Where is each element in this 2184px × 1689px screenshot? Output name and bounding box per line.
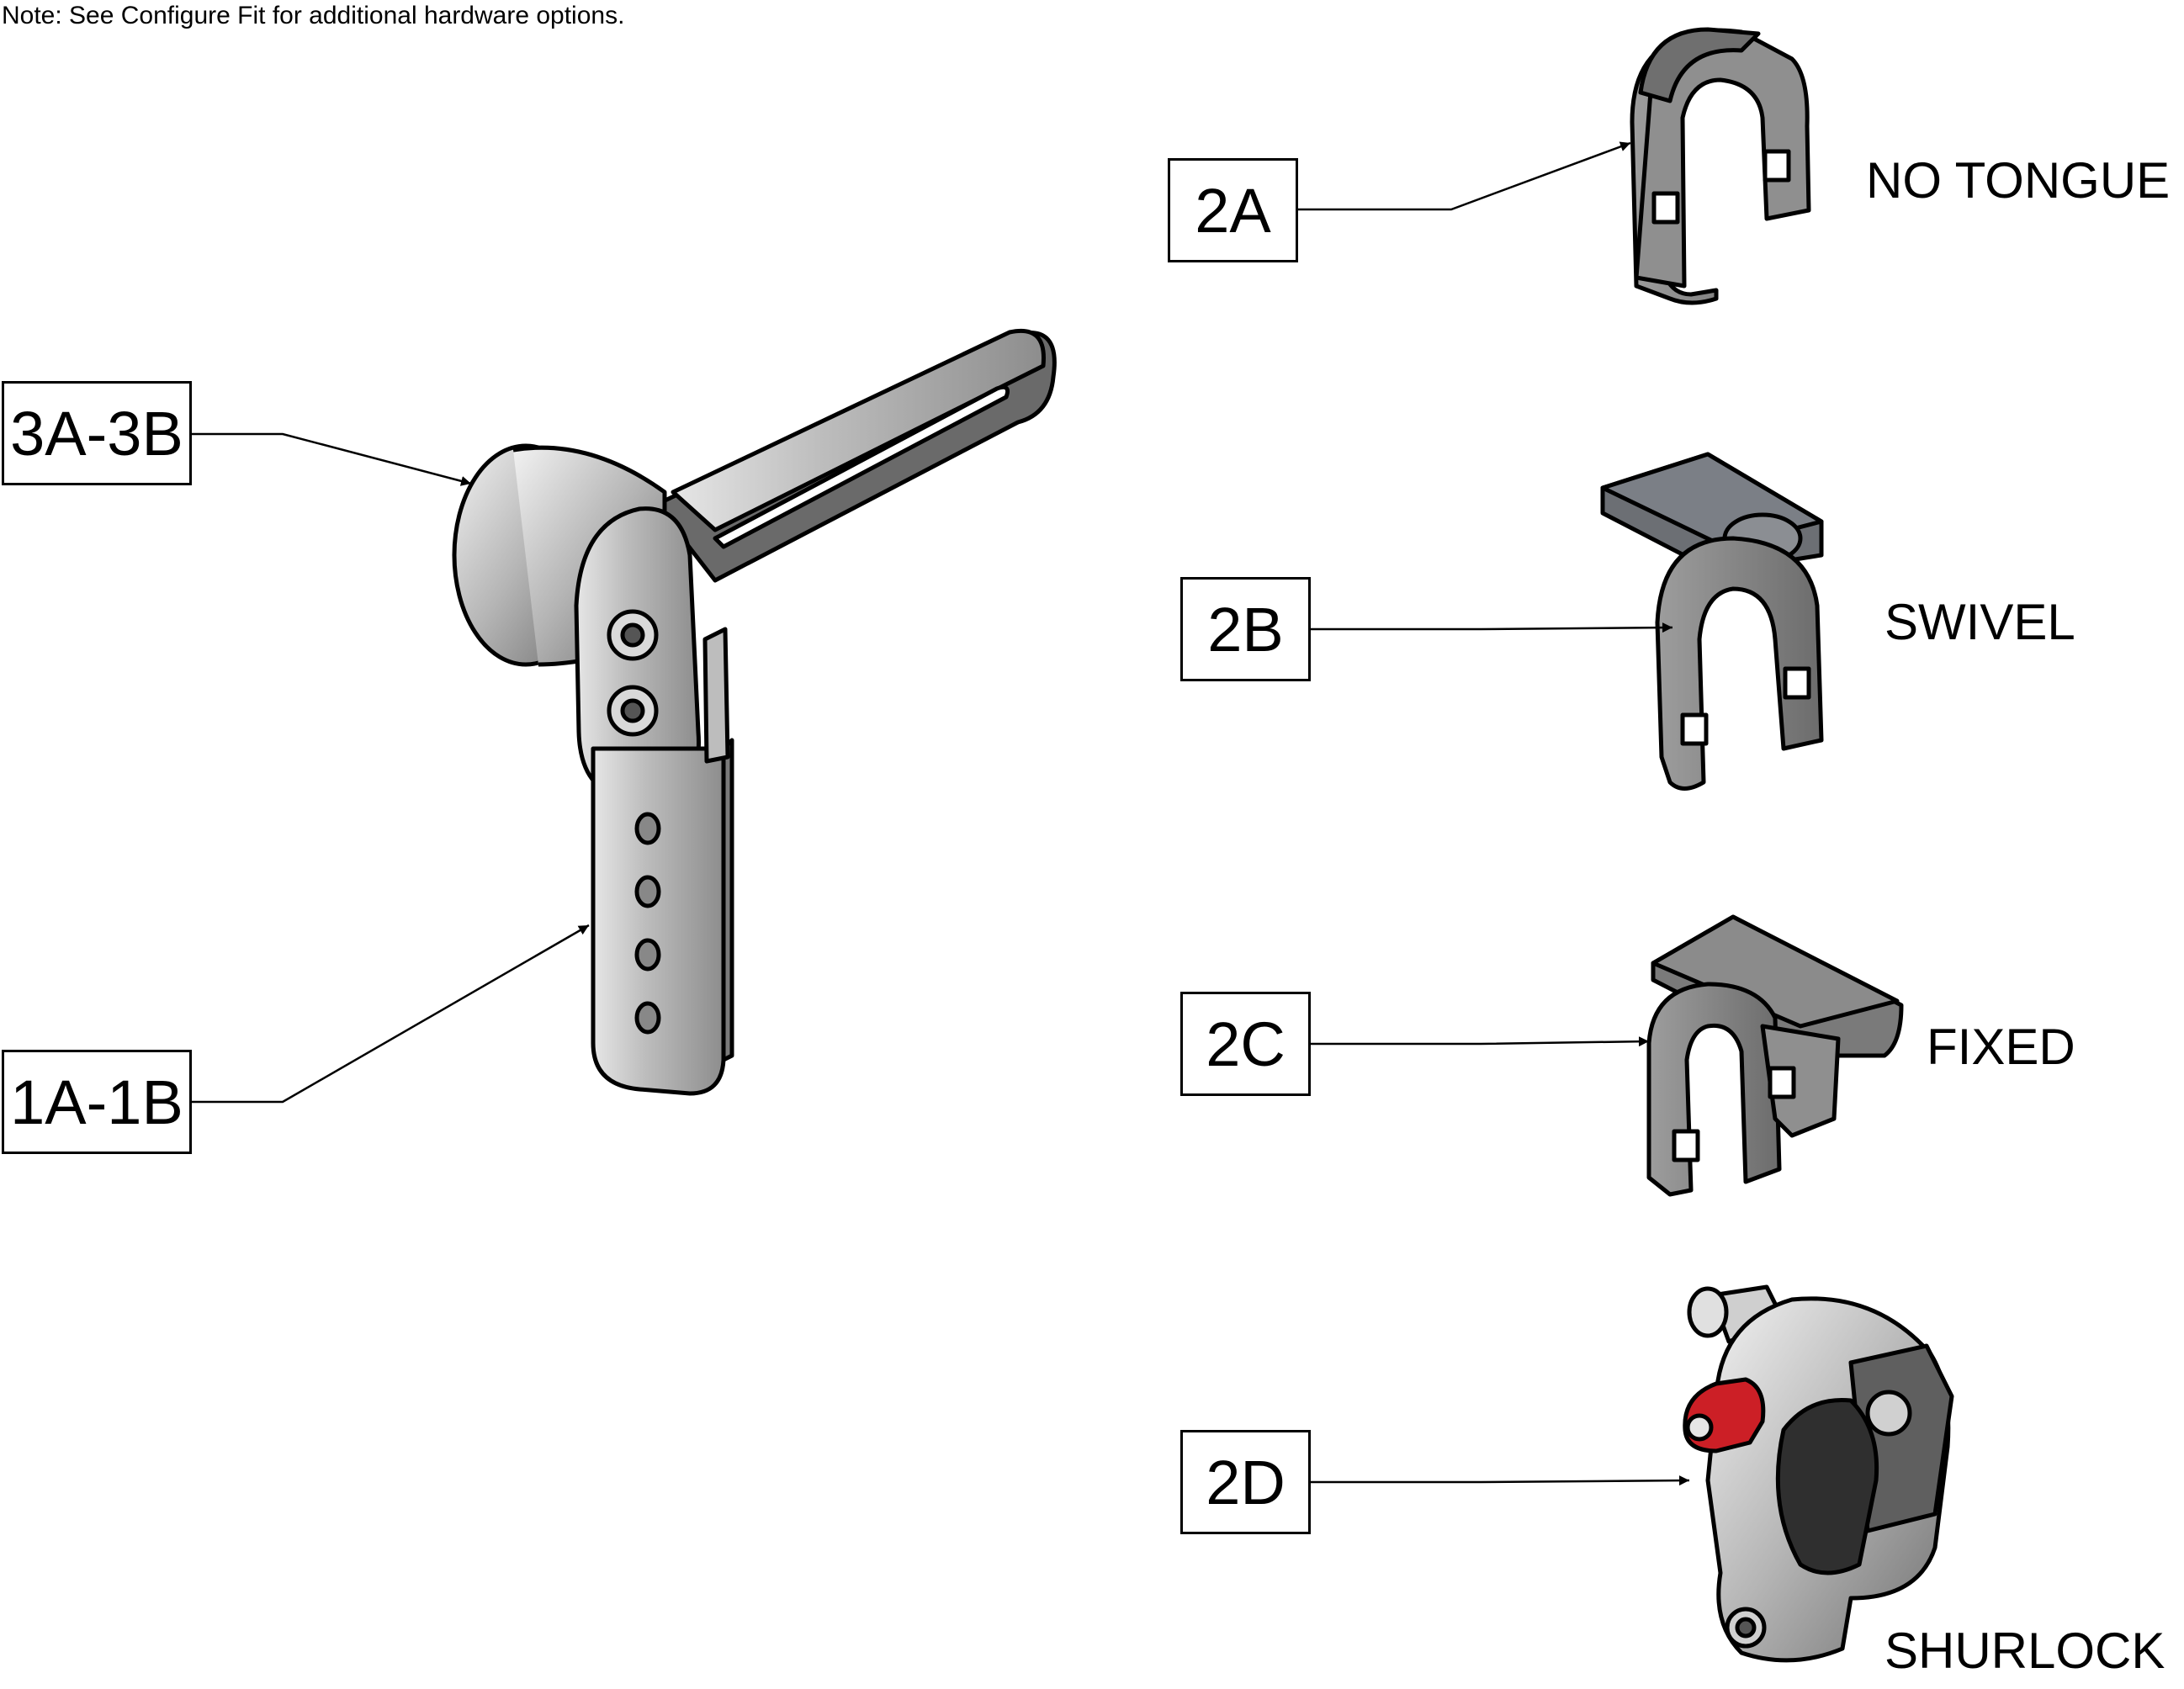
label-no-tongue: NO TONGUE [1866,152,2171,209]
callout-2d: 2D [1180,1430,1311,1534]
shurlock-clamp-illustration [1683,1284,1954,1663]
swivel-clamp-illustration [1600,452,1824,791]
leader-2d [1311,1475,1690,1486]
hanger-bracket-illustration [452,328,1057,1096]
label-swivel: SWIVEL [1884,594,2075,650]
leader-3a-3b [192,432,472,486]
callout-1a-1b: 1A-1B [2,1050,192,1154]
configure-fit-note: Note: See Configure Fit for additional h… [2,2,625,29]
callout-3a-3b: 3A-3B [2,381,192,485]
leader-2a [1298,141,1631,211]
leader-lines [192,141,1690,1486]
callout-2b: 2B [1180,577,1311,681]
leader-1a-1b [192,924,590,1104]
label-shurlock: SHURLOCK [1884,1623,2165,1679]
fixed-clamp-illustration [1646,914,1904,1197]
callout-2a: 2A [1168,158,1298,262]
callout-2c: 2C [1180,992,1311,1096]
no-tongue-clamp-illustration [1630,27,1811,305]
label-fixed: FIXED [1927,1019,2075,1075]
leader-2b [1311,622,1673,633]
leader-2c [1311,1036,1650,1047]
